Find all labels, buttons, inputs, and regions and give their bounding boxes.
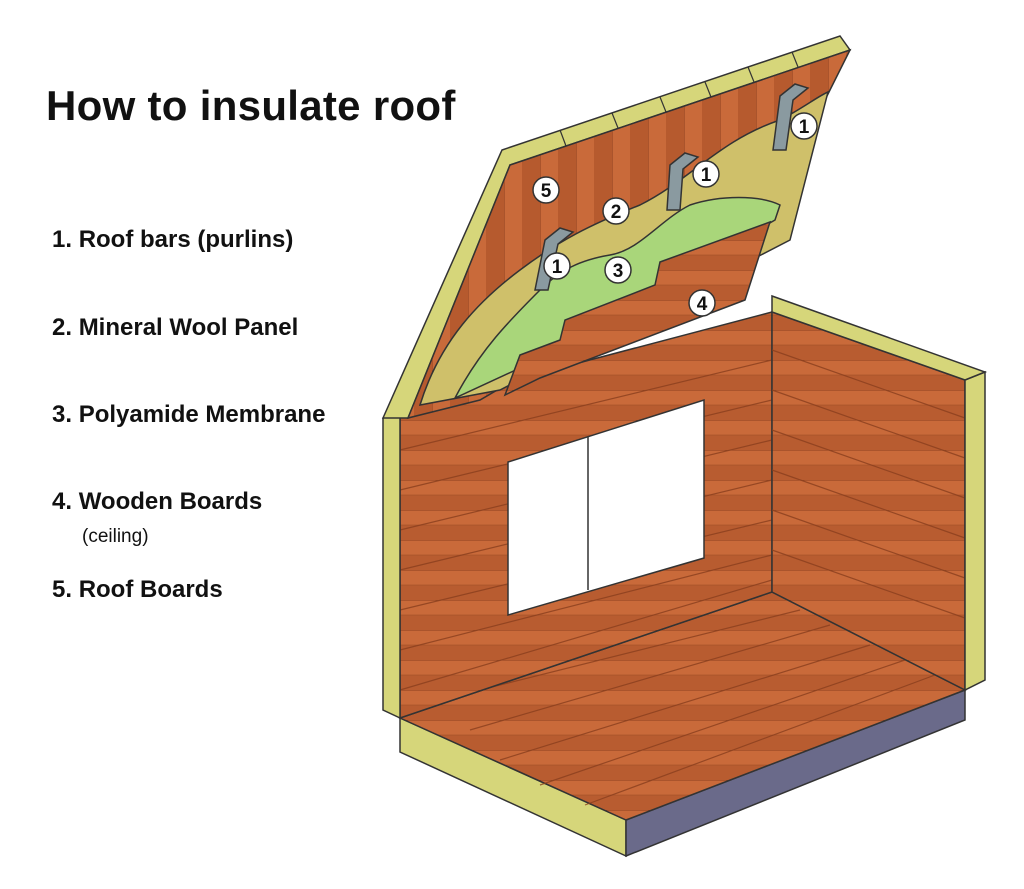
legend-note-ceiling: (ceiling) — [82, 526, 149, 547]
badge-1-right: 1 — [790, 112, 818, 140]
window — [507, 398, 705, 616]
svg-text:5: 5 — [541, 181, 552, 202]
legend-item-roof-boards: 5. Roof Boards — [52, 576, 223, 604]
legend-item-membrane: 3. Polyamide Membrane — [52, 401, 325, 429]
badge-5: 5 — [532, 176, 560, 204]
badge-1-left: 1 — [543, 252, 571, 280]
legend-label: Roof bars (purlins) — [78, 226, 294, 253]
legend-number: 2. — [52, 314, 73, 341]
purlin — [666, 152, 700, 211]
legend-number: 4. — [52, 488, 73, 515]
svg-text:2: 2 — [611, 202, 622, 223]
svg-text:1: 1 — [799, 117, 810, 138]
svg-text:1: 1 — [552, 257, 563, 278]
legend-item-roof-bars: 1. Roof bars (purlins) — [52, 226, 293, 254]
legend-number: 5. — [52, 576, 73, 603]
right-wall-boards — [771, 349, 966, 619]
legend-number: 3. — [52, 401, 73, 428]
badge-1-middle: 1 — [692, 160, 720, 188]
svg-text:1: 1 — [701, 165, 712, 186]
svg-text:4: 4 — [697, 294, 708, 315]
legend-label: Mineral Wool Panel — [78, 314, 299, 341]
legend-label: Wooden Boards — [78, 488, 263, 515]
wall-top-edge — [771, 294, 988, 381]
legend-label: Roof Boards — [78, 576, 223, 603]
page-title: How to insulate roof — [46, 82, 456, 129]
badge-2: 2 — [602, 197, 630, 225]
left-wall-edge — [382, 408, 401, 720]
purlin — [772, 83, 810, 151]
legend-item-mineral-wool: 2. Mineral Wool Panel — [52, 314, 298, 342]
ceiling-boards — [503, 220, 772, 397]
right-wall-edge — [964, 370, 986, 692]
floor-boards — [439, 609, 936, 806]
svg-text:3: 3 — [613, 261, 624, 282]
legend-label: Polyamide Membrane — [78, 401, 326, 428]
roof-edge-segments — [559, 51, 799, 147]
legend-item-wooden-boards: 4. Wooden Boards — [52, 488, 262, 516]
badge-4: 4 — [688, 289, 716, 317]
badge-3: 3 — [604, 256, 632, 284]
legend-number: 1. — [52, 226, 73, 253]
